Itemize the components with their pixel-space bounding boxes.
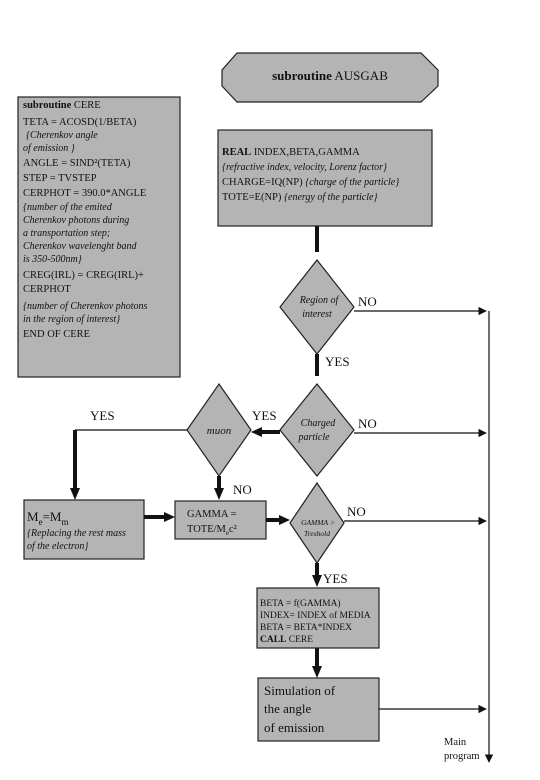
title-text: subroutine AUSGAB [272, 68, 388, 83]
arrowhead [279, 515, 290, 525]
decision-label: Treshold [304, 529, 330, 538]
decl-line: CHARGE=IQ(NP) {charge of the particle} [222, 177, 399, 188]
beta-line: INDEX= INDEX of MEDIA [260, 610, 371, 621]
yes-label: YES [325, 354, 350, 369]
yes-label: YES [323, 571, 348, 586]
arrowhead [251, 427, 262, 437]
title-box: subroutine AUSGAB [221, 52, 439, 103]
simulation-line: of emission [264, 720, 325, 735]
arrowhead [312, 666, 322, 678]
mass-replacement-box: Me=Mm {Replacing the rest mass of the el… [23, 499, 145, 560]
beta-line: BETA = f(GAMMA) [260, 598, 341, 609]
simulation-line: Simulation of [264, 683, 336, 698]
decl-line: TOTE=E(NP) {energy of the particle} [222, 192, 377, 203]
decision-label: particle [297, 432, 330, 443]
decision-region-of-interest: Region of interest [279, 259, 355, 355]
main-program-label: Main [444, 737, 467, 748]
arrowhead [70, 488, 80, 500]
gamma-line: TOTE/Mec² [187, 524, 237, 537]
simulation-line: the angle [264, 701, 312, 716]
beta-line: BETA = BETA*INDEX [260, 623, 352, 633]
yes-label: YES [90, 408, 115, 423]
cere-line: Cherenkov photons during [23, 215, 129, 226]
cere-line: CREG(IRL) = CREG(IRL)+ [23, 270, 144, 281]
decision-muon: muon [186, 382, 252, 478]
cere-line: subroutine CERE [23, 100, 101, 111]
no-label: NO [233, 482, 252, 497]
beta-line: CALL CERE [260, 635, 313, 645]
cere-line: is 350-500nm} [23, 254, 82, 265]
cere-line: TETA = ACOSD(1/BETA) [23, 117, 137, 128]
decision-label: GAMMA > [301, 518, 335, 527]
gamma-line: GAMMA = [187, 509, 236, 520]
decision-label: Charged [301, 418, 337, 429]
beta-index-box: BETA = f(GAMMA) INDEX= INDEX of MEDIA BE… [256, 587, 380, 649]
decision-gamma-threshold: GAMMA > Treshold [289, 481, 345, 565]
cere-line: in the region of interest} [23, 314, 120, 325]
arrowhead [214, 488, 224, 500]
no-label: NO [358, 294, 377, 309]
main-program-label: program [444, 751, 480, 762]
decision-label: Region of [299, 295, 340, 306]
cere-line: Cherenkov wavelenght band [23, 241, 137, 252]
mass-note: of the electron} [27, 541, 88, 552]
cere-line: CERPHOT [23, 284, 71, 295]
simulation-box: Simulation of the angle of emission [257, 677, 380, 742]
no-label: NO [347, 504, 366, 519]
cere-line: CERPHOT = 390.0*ANGLE [23, 188, 146, 199]
cere-line: STEP = TVSTEP [23, 173, 97, 184]
decl-line: REAL INDEX,BETA,GAMMA [222, 147, 360, 158]
yes-label: YES [252, 408, 277, 423]
cere-line: of emission } [23, 143, 75, 154]
arrowhead [164, 512, 175, 522]
declarations-box: REAL INDEX,BETA,GAMMA {refractive index,… [217, 129, 433, 227]
decision-label: muon [207, 425, 232, 437]
cere-line: {Cherenkov angle [26, 130, 98, 141]
cere-line: ANGLE = SIND²(TETA) [23, 158, 131, 169]
decision-charged-particle: Charged particle [279, 383, 355, 477]
no-label: NO [358, 416, 377, 431]
arrowhead [312, 575, 322, 587]
cere-line: {number of Cherenkov photons [23, 301, 148, 312]
cere-line: a transportation step; [23, 228, 110, 239]
mass-note: {Replacing the rest mass [27, 528, 126, 539]
cere-line: END OF CERE [23, 329, 90, 340]
gamma-box: GAMMA = TOTE/Mec² [174, 500, 267, 540]
mass-equation: Me=Mm [27, 509, 68, 527]
decision-label: interest [302, 309, 332, 320]
cere-line: {number of the emited [23, 202, 113, 213]
cere-subroutine-box: subroutine CERE TETA = ACOSD(1/BETA) {Ch… [17, 96, 181, 378]
decl-line: {refractive index, velocity, Lorenz fact… [222, 162, 387, 173]
